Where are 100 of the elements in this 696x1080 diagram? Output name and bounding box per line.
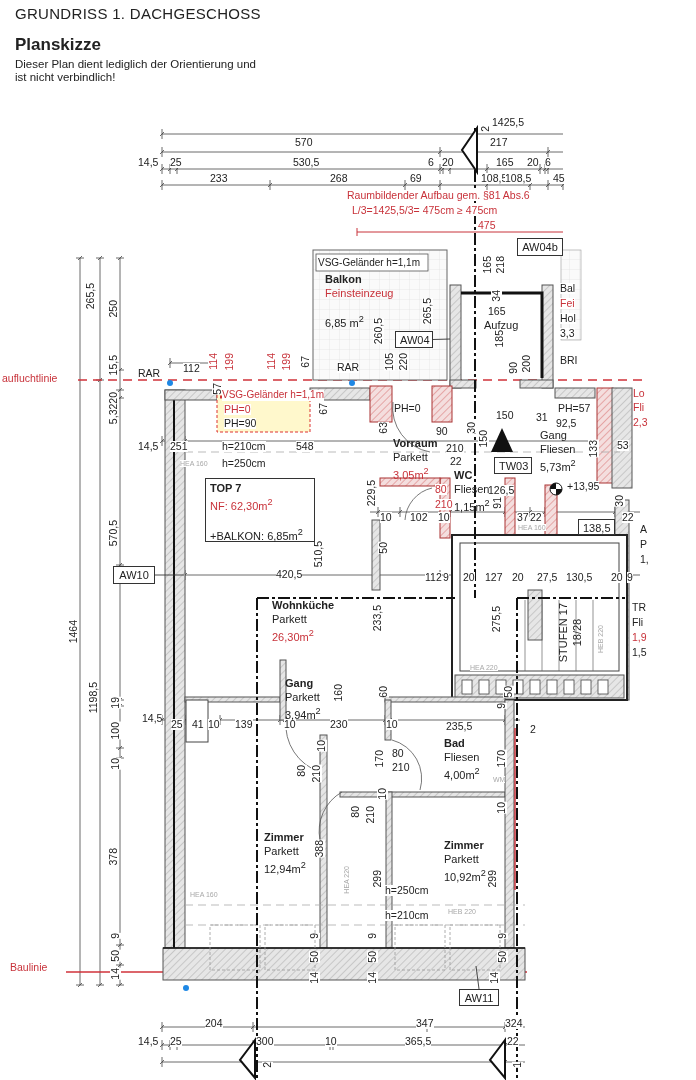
plan-subtitle: Planskizze — [15, 36, 101, 54]
dimension-label: +13,95 — [567, 481, 600, 492]
dimension-label: 80 — [296, 765, 307, 777]
dimension-label: 130,5 — [566, 572, 593, 583]
dimension-label: 10 — [438, 512, 450, 523]
dimension-label: 233 — [210, 173, 228, 184]
dimension-label: 275,5 — [491, 606, 502, 633]
dimension-label: 2 — [530, 724, 536, 735]
dimension-label: 139 — [235, 719, 253, 730]
wall-tag: AW04b — [517, 238, 563, 256]
dimension-label: 114 — [208, 353, 219, 370]
plan-title: GRUNDRISS 1. DACHGESCHOSS — [15, 5, 261, 22]
dimension-label: 268 — [330, 173, 348, 184]
dimension-label: TR — [632, 602, 646, 613]
dimension-label: 50 — [503, 686, 514, 698]
dimension-label: L/3=1425,5/3= 475cm ≥ 475cm — [352, 205, 498, 216]
dimension-label: Hol — [560, 313, 576, 324]
dimension-label: 170 — [374, 750, 385, 768]
dimension-label: 80 — [392, 748, 404, 759]
dimension-label: 217 — [490, 137, 508, 148]
dimension-label: 204 — [205, 1018, 223, 1029]
dimension-label: 200 — [521, 355, 532, 373]
dimension-label: Baulinie — [10, 962, 48, 973]
wall-tag: AW10 — [113, 566, 155, 584]
dimension-label: aufluchtlinie — [2, 373, 58, 384]
dimension-label: 37 — [517, 512, 529, 523]
dimension-label: 1,9 — [632, 632, 647, 643]
dimension-label: 210 — [446, 443, 464, 454]
stair-label: STUFEN 17 18/28 — [556, 603, 584, 663]
dimension-label: 365,5 — [405, 1036, 432, 1047]
dimension-label: Fli — [633, 402, 645, 413]
dimension-label: 165 — [488, 306, 506, 317]
dimension-label: Bal — [560, 283, 576, 294]
dimension-label: 570 — [295, 137, 313, 148]
dimension-label: 20 — [463, 572, 475, 583]
dimension-label: 1198,5 — [88, 682, 99, 714]
dimension-label: 10 — [386, 719, 398, 730]
dimension-label: 210 — [311, 765, 322, 783]
dimension-label: 69 — [410, 173, 422, 184]
dimension-label: 27,5 — [537, 572, 558, 583]
dimension-label: 63 — [378, 422, 389, 434]
dimension-label: VSG-Geländer h=1,1m — [318, 258, 420, 269]
dimension-label: 510,5 — [313, 541, 324, 568]
dimension-label: 22 — [530, 512, 542, 523]
disclaimer-note: Dieser Plan dient lediglich der Orientierung und ist nicht verbindlich! — [15, 58, 257, 85]
dimension-label: 210 — [392, 762, 410, 773]
dimension-label: 50 — [497, 951, 508, 963]
dimension-label: 10 — [316, 740, 327, 752]
dimension-label: 22 — [507, 1036, 519, 1047]
dimension-label: PH=0 — [224, 404, 251, 415]
dimension-label: 10 — [325, 1036, 337, 1047]
dimension-label: h=250cm — [385, 885, 429, 896]
dimension-label: 50 — [309, 951, 320, 963]
dimension-label: 324 — [505, 1018, 523, 1029]
dimension-label: 10 — [377, 788, 388, 800]
leader-line — [475, 965, 480, 990]
dimension-label: PH=90 — [224, 418, 257, 429]
dimension-label: RAR — [138, 368, 161, 379]
room-label: Zimmer Parkett 10,92m$^{2}$ — [444, 838, 486, 884]
dimension-label: 19 — [110, 697, 121, 709]
dimension-label: 233,5 — [372, 605, 383, 632]
dimension-label: 299 — [487, 870, 498, 888]
dimension-label: 5,3220 — [108, 392, 119, 425]
room-label: Zimmer Parkett 12,94m$^{2}$ — [264, 830, 306, 876]
dimension-label: 31 — [536, 412, 548, 423]
wall-tag: AW11 — [459, 989, 499, 1006]
dimension-label: Fli — [632, 617, 644, 628]
dimension-label: 420,5 — [276, 569, 303, 580]
dimension-label: 25 — [170, 1036, 182, 1047]
dimension-label: 1,5 — [632, 647, 647, 658]
dimension-label: 14,5 — [138, 441, 159, 452]
dimension-label: 57 — [212, 383, 223, 395]
dimension-label: 1464 — [68, 620, 79, 644]
dimension-label: 60 — [378, 686, 389, 698]
dimension-label: P — [640, 539, 647, 550]
dimension-label: 150 — [496, 410, 514, 421]
dimension-label: 3,3 — [560, 328, 575, 339]
dimension-label: 20 — [527, 157, 539, 168]
dimension-label: 265,5 — [85, 283, 96, 310]
dimension-label: 10 — [380, 512, 392, 523]
room-label: Aufzug — [484, 318, 519, 332]
dimension-label: 1, — [640, 554, 649, 565]
dimension-label: h=250cm — [222, 458, 266, 469]
room-label: Bad Fliesen 4,00m$^{2}$ — [444, 736, 480, 782]
dimension-label: 548 — [296, 441, 314, 452]
dimension-label: 108,5 — [505, 173, 532, 184]
dimension-label: 90 — [508, 362, 519, 374]
dimension-label: 9 — [627, 572, 633, 583]
dimension-label: Raumbildender Aufbau gem. §81 Abs.6 — [347, 190, 530, 201]
dimension-label: 251 — [170, 441, 188, 452]
dimension-label: 160 — [333, 684, 344, 702]
dimension-label: 50 — [367, 951, 378, 963]
dimension-label: 67 — [318, 403, 329, 415]
room-label: Gang Fliesen 5,73m$^{2}$ — [540, 428, 576, 474]
dimension-label: 53 — [617, 440, 629, 451]
dimension-label: 347 — [416, 1018, 434, 1029]
dimension-label: 133 — [588, 440, 599, 458]
dimension-label: 388 — [314, 840, 325, 858]
dimension-label: 80 — [350, 806, 361, 818]
dimension-label: 100 — [110, 722, 121, 740]
